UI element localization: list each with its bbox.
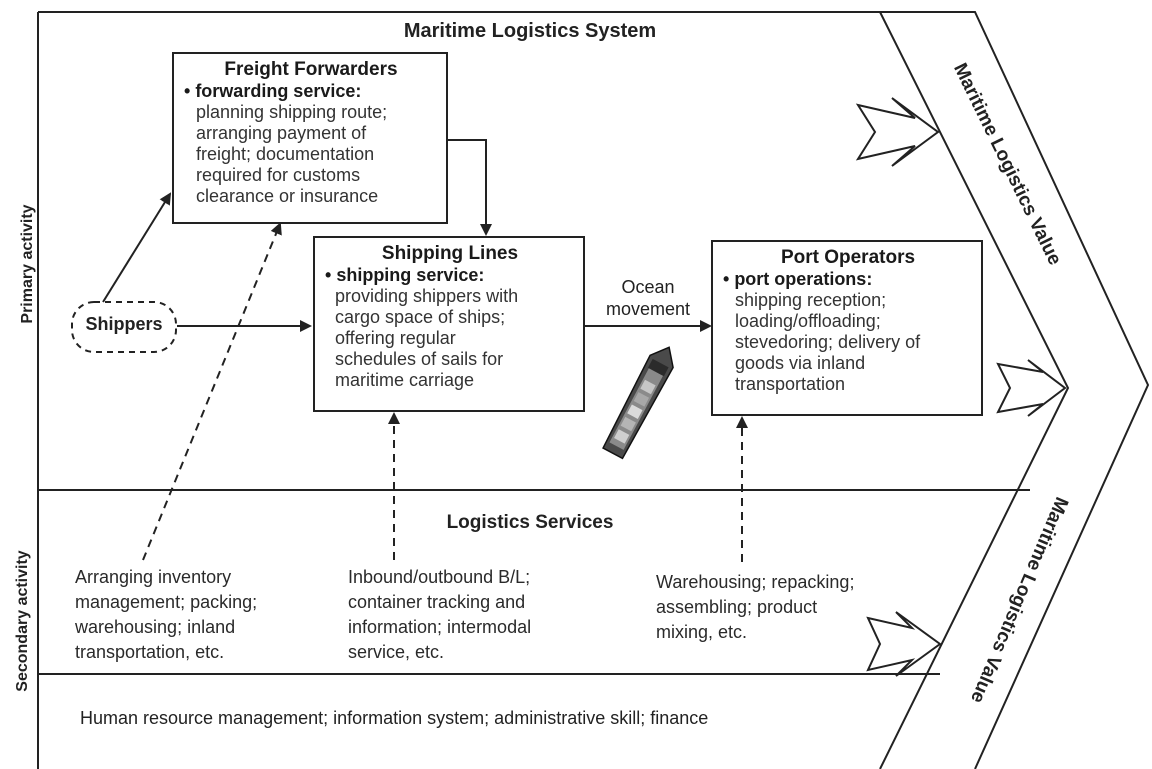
shippers-ellipse [71,301,177,353]
shippers-label: Shippers [85,314,163,334]
value-arrow-bottom [866,611,942,677]
logistics-line: assembling; product [656,597,818,617]
logistics-line: Warehousing; repacking; [656,572,855,592]
logistics-line: transportation, etc. [75,642,225,662]
shipping-service-label: • shipping service: [325,265,485,285]
freight-forwarders-title: Freight Forwarders [224,59,398,80]
forwarding-service-label: • forwarding service: [184,81,362,101]
port-operations-text: port operations: [734,269,873,289]
logistics-line: Inbound/outbound B/L; [348,567,531,587]
port-operations-label: • port operations: [723,269,873,289]
ff-line: clearance or insurance [196,186,379,206]
logistics-col-2: Inbound/outbound B/L; container tracking… [348,565,531,665]
value-arrow-top [855,97,940,167]
ff-line: arranging payment of [196,123,367,143]
logistics-line: information; intermodal [348,617,532,637]
secondary-activity-label: Secondary activity [14,550,31,692]
sl-line: offering regular [335,328,456,348]
logistics-line: warehousing; inland [75,617,236,637]
sl-line: providing shippers with [335,286,519,306]
port-operators-title: Port Operators [780,247,916,268]
services-to-forwarders-arrow [142,222,282,561]
logistics-line: service, etc. [348,642,445,662]
shipping-lines-title: Shipping Lines [381,243,519,264]
ff-line: planning shipping route; [196,102,388,122]
shippers-to-forwarders-arrow [102,192,172,303]
sl-line: maritime carriage [335,370,475,390]
po-line: goods via inland [735,353,866,373]
ocean-movement-line: Ocean [621,277,675,297]
logistics-col-3: Warehousing; repacking; assembling; prod… [656,570,854,645]
value-arrow-middle [996,359,1067,417]
shipping-service-text: shipping service: [336,265,485,285]
logistics-line: mixing, etc. [656,622,748,642]
po-line: stevedoring; delivery of [735,332,921,352]
sl-line: cargo space of ships; [335,307,506,327]
logistics-line: container tracking and [348,592,526,612]
support-activities-text: Human resource management; information s… [80,708,709,728]
outer-chevron [880,11,1150,769]
logistics-line: Arranging inventory [75,567,232,587]
ship-icon [602,346,674,460]
system-title: Maritime Logistics System [403,20,657,42]
po-line: shipping reception; [735,290,887,310]
inner-chevron [879,11,1070,769]
logistics-line: management; packing; [75,592,258,612]
po-line: transportation [735,374,846,394]
ocean-movement-label: Ocean movement [588,276,708,320]
logistics-services-title: Logistics Services [446,512,614,533]
logistics-col-1: Arranging inventory management; packing;… [75,565,257,665]
forwarders-to-lines-arrow [447,139,492,236]
freight-forwarders-box: Freight Forwarders • forwarding service:… [172,52,448,224]
ocean-movement-line: movement [605,299,691,319]
port-operators-box: Port Operators • port operations: shippi… [711,240,983,416]
ff-line: freight; documentation [196,144,375,164]
po-line: loading/offloading; [735,311,881,331]
forwarding-service-text: forwarding service: [195,81,362,101]
primary-activity-label: Primary activity [19,204,36,324]
forwarding-service-desc: planning shipping route; arranging payme… [184,102,438,207]
port-operations-desc: shipping reception; loading/offloading; … [723,290,973,395]
shipping-service-desc: providing shippers with cargo space of s… [325,286,575,391]
shipping-lines-box: Shipping Lines • shipping service: provi… [313,236,585,412]
sl-line: schedules of sails for [335,349,504,369]
ff-line: required for customs [196,165,361,185]
